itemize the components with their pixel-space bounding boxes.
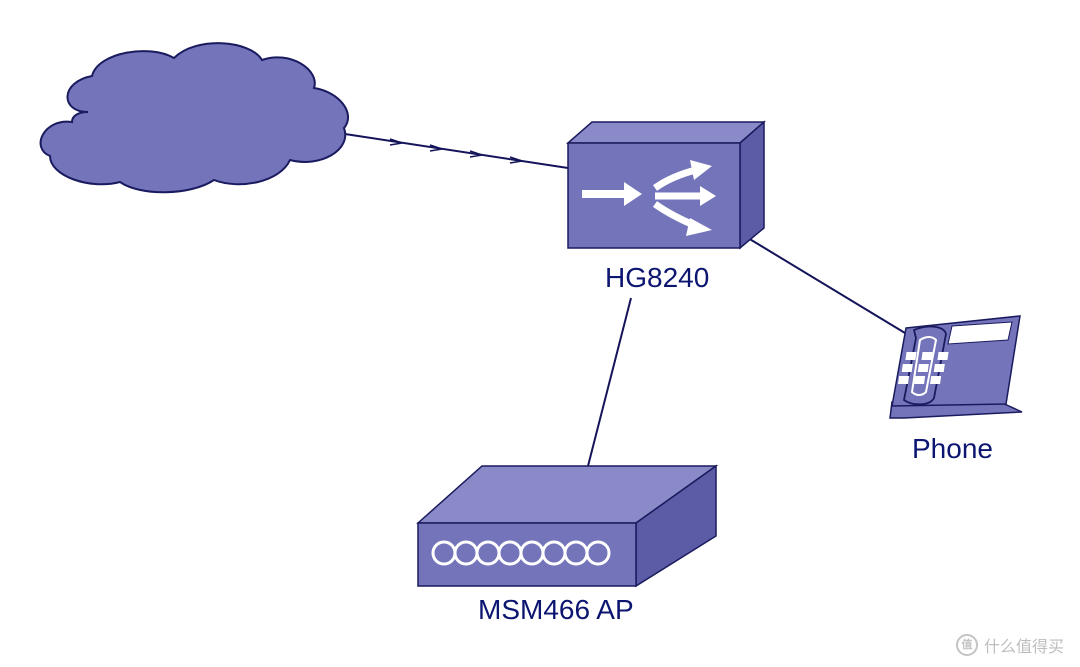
access-point-label: MSM466 AP	[478, 594, 634, 625]
zhi-logo-icon: 值	[955, 634, 978, 656]
watermark-text: 什么值得买	[983, 637, 1064, 656]
edge-gateway-phone	[747, 237, 911, 337]
phone-label: Phone	[912, 433, 993, 464]
telephone-icon	[889, 315, 1023, 419]
cloud-icon	[39, 42, 350, 194]
edge-gateway-ap	[587, 297, 632, 467]
network-switch-icon	[416, 464, 719, 588]
watermark: 值 什么值得买	[955, 633, 1064, 657]
router-icon	[566, 120, 766, 250]
edge-internet-gateway	[344, 133, 569, 169]
gateway-label: HG8240	[605, 262, 710, 293]
